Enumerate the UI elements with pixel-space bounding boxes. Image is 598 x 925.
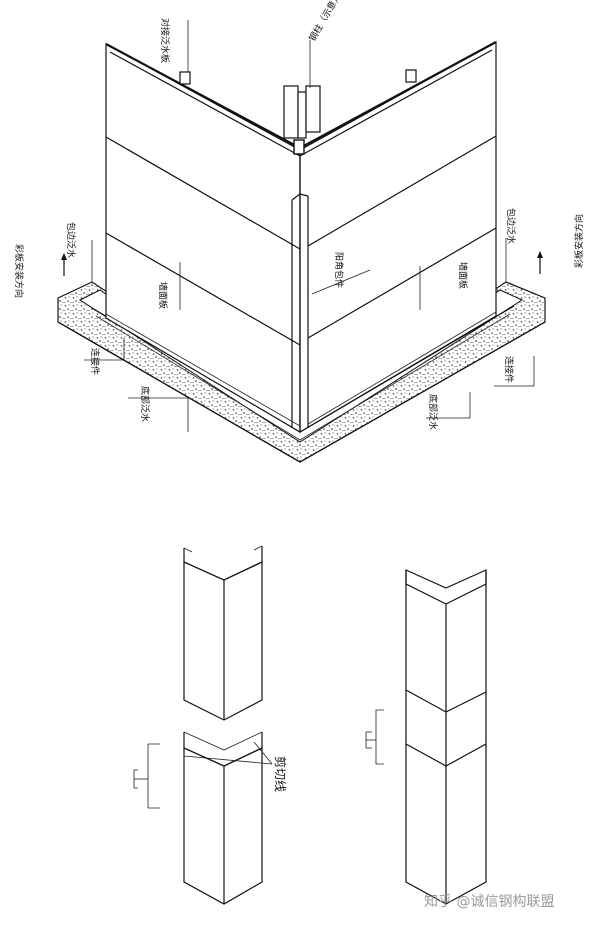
- right-wall-face: [299, 40, 497, 434]
- corner-trim-cut-detail: 剪切线: [133, 545, 288, 905]
- upper-angle-piece: [183, 545, 263, 721]
- label-cut-line: 剪切线: [273, 756, 288, 792]
- assembled-corner-trim: [365, 569, 487, 905]
- label-side-flashing-right: 包边泛水: [505, 208, 517, 244]
- label-ridge-flashing: 对接泛水板: [159, 18, 171, 63]
- label-base-flashing-right: 底部泛水: [427, 394, 439, 430]
- label-install-direction-right: 彩板安装方向: [573, 214, 585, 268]
- label-base-flashing-left: 底部泛水: [139, 386, 151, 422]
- label-wall-panel-right: 墙面板: [457, 262, 469, 289]
- lower-angle-piece: [183, 731, 263, 905]
- label-install-direction-left: 彩板安装方向: [13, 244, 25, 298]
- label-steel-column: 钢柱（示意）: [306, 0, 343, 44]
- wall-corner-assembly: 对接泛水板 钢柱（示意） 包边泛水 包边泛水 彩板安装方向 彩板安装方向 墙面板…: [13, 0, 585, 463]
- steel-column: [179, 69, 417, 155]
- label-corner-trim: 阳角包件: [333, 252, 345, 288]
- left-panel-seams: [105, 136, 301, 427]
- left-wall-face: [105, 42, 301, 434]
- install-direction-arrows: [61, 251, 543, 276]
- label-side-flashing-left: 包边泛水: [65, 222, 77, 258]
- right-panel-seams: [307, 135, 497, 425]
- corner-trim: [291, 150, 309, 432]
- label-fastener-right: 连接件: [503, 356, 515, 383]
- label-wall-panel-left: 墙面板: [157, 282, 169, 309]
- watermark: 知乎 @诚信钢构联盟: [424, 893, 554, 910]
- leader-lines: [84, 20, 535, 432]
- label-fastener-left: 连接件: [89, 348, 101, 375]
